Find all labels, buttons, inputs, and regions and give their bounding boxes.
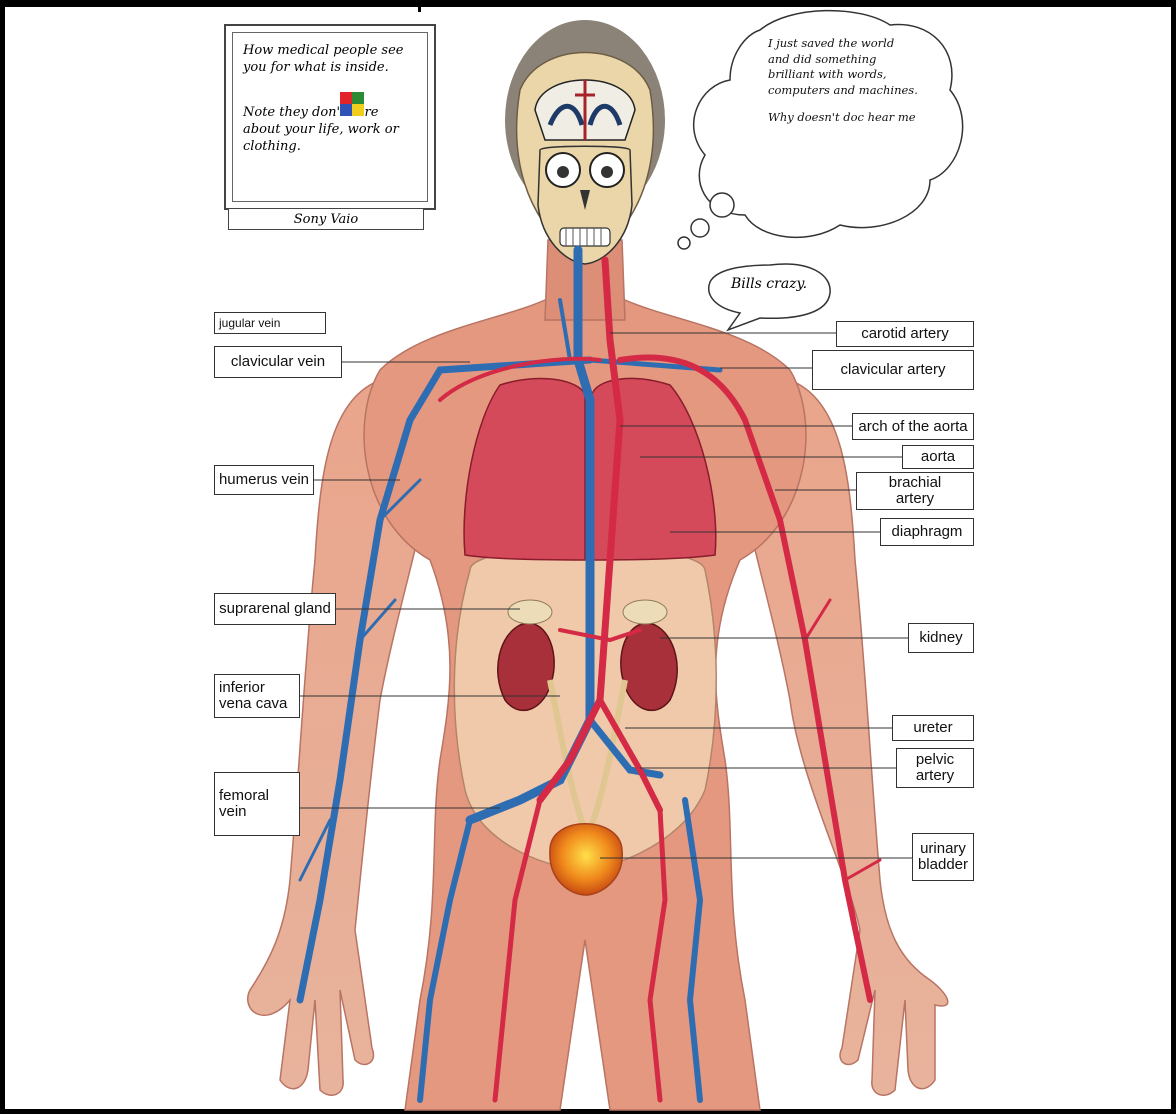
logo-blue-square [340, 104, 352, 116]
label-urinary-bladder: urinary bladder [912, 833, 974, 881]
thought-text: I just saved the world and did something… [768, 36, 918, 138]
label-clavicular-vein: clavicular vein [214, 346, 342, 378]
label-inferior-vena-cava: inferior vena cava [214, 674, 300, 718]
note-card: How medical people see you for what is i… [224, 24, 436, 210]
logo-red-square [340, 92, 352, 104]
note-line-1: How medical people see you for what is i… [243, 43, 417, 77]
speech-bubble [709, 264, 830, 330]
label-brachial-artery: brachial artery [856, 472, 974, 510]
label-carotid-artery: carotid artery [836, 321, 974, 347]
note-line-2: Note they don't care about your life, wo… [243, 105, 417, 156]
brain-illustration [535, 80, 635, 140]
speech-text: Bills crazy. [714, 276, 824, 292]
label-femoral-vein: femoral vein [214, 772, 300, 836]
label-arch-of-the-aorta: arch of the aorta [852, 413, 974, 440]
note-caption: Sony Vaio [228, 208, 424, 230]
label-ureter: ureter [892, 715, 974, 741]
label-jugular-vein: jugular vein [214, 312, 326, 334]
label-aorta: aorta [902, 445, 974, 469]
windows-logo-icon [340, 92, 364, 116]
thought-line-2: Why doesn't doc hear me [768, 110, 918, 126]
label-humerus-vein: humerus vein [214, 465, 314, 495]
label-diaphragm: diaphragm [880, 518, 974, 546]
thought-line-1: I just saved the world and did something… [768, 36, 918, 98]
label-kidney: kidney [908, 623, 974, 653]
label-suprarenal-gland: suprarenal gland [214, 593, 336, 625]
label-pelvic-artery: pelvic artery [896, 748, 974, 788]
label-clavicular-artery: clavicular artery [812, 350, 974, 390]
logo-green-square [352, 92, 364, 104]
note-card-inner: How medical people see you for what is i… [232, 32, 428, 202]
logo-yellow-square [352, 104, 364, 116]
